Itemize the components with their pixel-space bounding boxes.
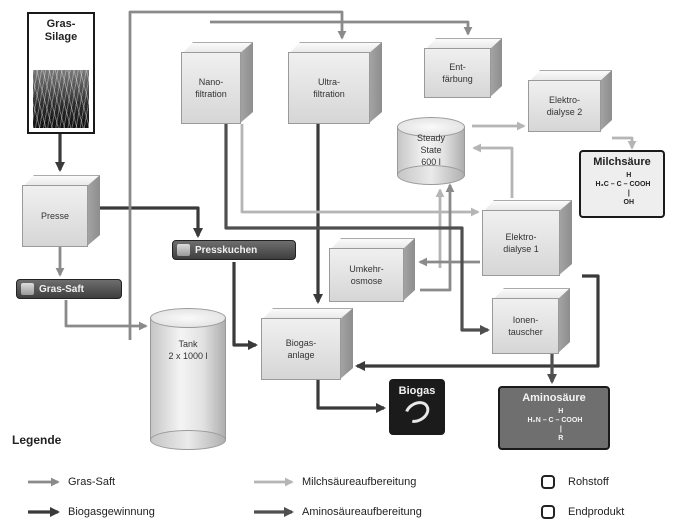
legend-rohstoff-square-icon — [541, 475, 555, 489]
tank-steady-state: Steady State 600 l — [397, 117, 465, 185]
legend-title: Legende — [12, 433, 62, 447]
process-label: Elektro- dialyse 2 — [528, 80, 601, 132]
process-elektrodialyse-2: Elektro- dialyse 2 — [528, 70, 612, 132]
process-elektrodialyse-1: Elektro- dialyse 1 — [482, 200, 572, 276]
intermediate-label: Presskuchen — [195, 245, 258, 256]
process-nanofiltration: Nano- filtration — [181, 42, 253, 124]
chemical-formula: H H₂N – C – COOH | R — [527, 408, 583, 442]
grass-image — [33, 70, 89, 128]
process-label: Umkehr- osmose — [329, 248, 404, 302]
process-entfaerbung: Ent- färbung — [424, 38, 502, 98]
process-biogasanlage: Biogas- anlage — [261, 308, 353, 380]
gras-saft-icon — [21, 283, 34, 295]
product-biogas: Biogas — [389, 379, 445, 435]
product-aminosaeure: Aminosäure H H₂N – C – COOH | R — [498, 386, 610, 450]
arrow-to-entfaerbung — [210, 20, 473, 36]
process-label: Ent- färbung — [424, 48, 491, 98]
legend-item-gras-saft: Gras-Saft — [68, 476, 116, 488]
legend-item-endprodukt: Endprodukt — [568, 506, 625, 518]
arrow-presse-to-presskuchen — [100, 206, 204, 239]
product-title: Biogas — [398, 385, 436, 397]
legend-endprodukt-square-icon — [541, 505, 555, 519]
legend-item-aminosaeureaufbereitung: Aminosäureaufbereitung — [302, 506, 422, 518]
biogas-icon — [400, 396, 434, 428]
process-umkehrosmose: Umkehr- osmose — [329, 238, 415, 302]
intermediate-presskuchen: Presskuchen — [172, 240, 296, 260]
legend-item-rohstoff: Rohstoff — [568, 476, 609, 488]
tank-label: Steady State 600 l — [416, 133, 446, 167]
product-title: Aminosäure — [522, 392, 586, 404]
process-label: Ultra- filtration — [288, 52, 370, 124]
arrow-elektrodialyse-1-to-steady-state — [472, 143, 514, 198]
legend-item-biogasgewinnung: Biogasgewinnung — [68, 506, 155, 518]
process-ionentauscher: Ionen- tauscher — [492, 288, 570, 354]
process-label: Ionen- tauscher — [492, 298, 559, 354]
process-ultrafiltration: Ultra- filtration — [288, 42, 382, 124]
arrow-gras-saft-to-tank — [64, 300, 148, 331]
product-milchsaeure: Milchsäure H H₃C – C – COOH | OH — [579, 150, 665, 218]
process-label: Elektro- dialyse 1 — [482, 210, 560, 276]
presskuchen-icon — [177, 244, 190, 256]
process-presse: Presse — [22, 175, 100, 247]
legend-item-milchsaeureaufbereitung: Milchsäureaufbereitung — [302, 476, 417, 488]
process-label: Biogas- anlage — [261, 318, 341, 380]
arrow-elektrodialyse-2-to-milchsaeure — [612, 136, 637, 150]
arrow-umkehrosmose-return — [420, 183, 455, 292]
raw-material-label: Gras- Silage — [44, 18, 78, 43]
intermediate-gras-saft: Gras-Saft — [16, 279, 122, 299]
arrow-biogasanlage-to-biogas — [316, 380, 387, 414]
tank-2x1000l: Tank 2 x 1000 l — [150, 308, 226, 450]
process-label: Presse — [22, 185, 88, 247]
chemical-formula: H H₃C – C – COOH | OH — [595, 172, 651, 206]
product-title: Milchsäure — [593, 156, 651, 168]
tank-label: Tank 2 x 1000 l — [168, 339, 208, 361]
intermediate-label: Gras-Saft — [39, 284, 85, 295]
raw-material-gras-silage: Gras- Silage — [27, 12, 95, 134]
arrow-presskuchen-to-biogasanlage — [232, 262, 259, 351]
process-label: Nano- filtration — [181, 52, 241, 124]
